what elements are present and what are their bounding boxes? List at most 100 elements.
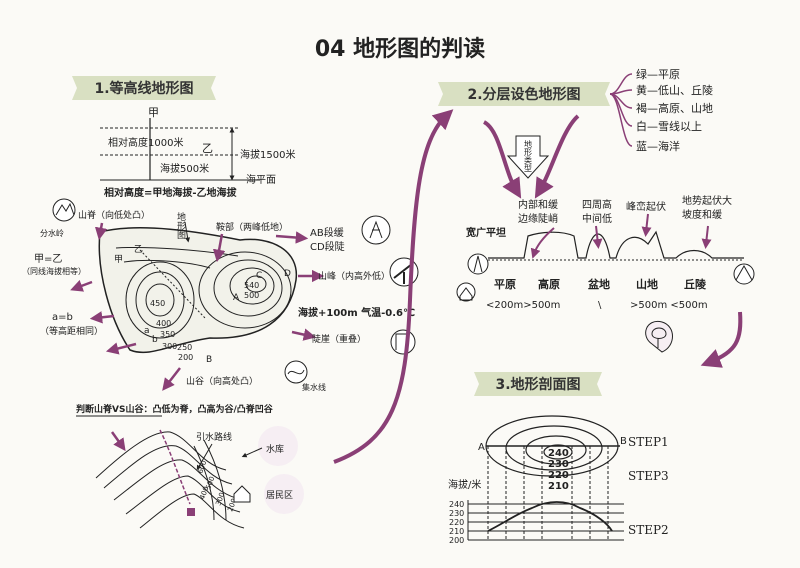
water-route-sketch: 600 500 400 300 200 引水路线 水库 居民区 <box>95 426 304 529</box>
profile-diagram: A B STEP1 240 230 220 210 STEP3 海拔/米 240… <box>448 415 669 545</box>
saddle-label: 鞍部（两峰低地） <box>216 221 288 233</box>
same-alt: （同线海拔相等） <box>22 266 86 276</box>
profile-step3: STEP3 <box>628 469 669 483</box>
ytick-230: 230 <box>449 509 464 518</box>
telescope-icon <box>393 263 413 284</box>
map-label-400: 400 <box>156 319 171 328</box>
valley-label: 山谷（向高处凸） <box>186 375 258 387</box>
jia-label: 甲 <box>148 106 159 119</box>
flow-arrow <box>333 109 454 464</box>
terrain-type-arrow: 地形类型 <box>482 114 580 199</box>
banner-profile: 3.地形剖面图 <box>474 372 602 396</box>
profile-B: B <box>620 436 627 447</box>
alt-slash: \ <box>598 300 602 311</box>
desc-hills1: 地势起伏大 <box>682 194 732 207</box>
wheat-icon <box>473 255 483 273</box>
desc-inner1: 内部和缓 <box>518 198 558 211</box>
ytick-200: 200 <box>449 536 464 545</box>
profile-A: A <box>478 442 485 453</box>
banner-contour: 1.等高线地形图 <box>72 76 216 100</box>
contour-label-210: 210 <box>548 481 569 492</box>
banner-layered: 2.分层设色地形图 <box>438 82 610 106</box>
legend-item-brown: 褐—高原、山地 <box>636 101 713 115</box>
reservoir-label: 水库 <box>266 443 284 455</box>
peak-label: 山峰（内高外低） <box>318 270 390 282</box>
ridge-label: 山脊（向低处凸） <box>78 209 150 221</box>
map-label-yi: 乙 <box>134 244 143 255</box>
landform-basin: 盆地 <box>587 277 610 291</box>
legend-item-green: 绿—平原 <box>636 67 680 81</box>
map-label-200: 200 <box>178 353 193 362</box>
map-label-540: 540 <box>244 281 259 290</box>
terrain-type-label: 地形类型 <box>524 139 533 172</box>
jishui-label: 集水线 <box>302 382 326 392</box>
cliff-icon <box>395 333 410 350</box>
map-label-A: A <box>233 293 240 303</box>
map-label-jia: 甲 <box>114 254 123 265</box>
equal-dist: （等高距相同） <box>40 325 103 337</box>
desc-inner2: 边缘陡峭 <box>518 212 558 225</box>
ridge-icon <box>55 202 75 216</box>
legend-item-yellow: 黄—低山、丘陵 <box>636 83 713 97</box>
cd-label: CD段陡 <box>310 240 345 253</box>
flow-arrow-2 <box>700 311 743 368</box>
map-label-350: 350 <box>160 330 175 339</box>
altitude-500: 海拔500米 <box>160 162 209 175</box>
banner-profile-text: 3.地形剖面图 <box>495 376 580 393</box>
map-label-300: 300 <box>162 342 177 351</box>
a-eq-b: a=b <box>52 312 73 323</box>
mountain-icon <box>735 264 753 281</box>
residential-label: 居民区 <box>266 490 293 501</box>
ytick-220: 220 <box>449 518 464 527</box>
person-icon <box>369 220 383 239</box>
landform-profile: 宽广平坦 内部和缓 边缘陡峭 四周高 中间低 峰峦起伏 地势起伏大 坡度和缓 平… <box>456 194 755 311</box>
diwei-label-1: 地形图 <box>175 211 186 240</box>
profile-step1: STEP1 <box>628 435 669 449</box>
alt-left: <200m>500m <box>486 300 560 311</box>
rel-height-label: 相对高度1000米 <box>108 136 183 149</box>
contour-label-220: 220 <box>548 470 569 481</box>
ytick-240: 240 <box>449 500 464 509</box>
map-label-500: 500 <box>244 291 259 300</box>
relative-height-diagram: 甲 相对高度1000米 乙 海拔1500米 海拔500米 海平面 相对高度=甲地… <box>100 106 295 199</box>
legend-item-blue: 蓝—海洋 <box>636 139 680 153</box>
sea-level: 海平面 <box>246 173 276 186</box>
landform-plain: 平原 <box>494 278 516 291</box>
house-icon <box>233 485 251 503</box>
profile-ylabel: 海拔/米 <box>448 478 481 491</box>
landform-mountain: 山地 <box>636 277 658 291</box>
altitude-1500: 海拔1500米 <box>240 148 295 161</box>
formula: 相对高度=甲地海拔-乙地海拔 <box>104 186 238 199</box>
yi-label: 乙 <box>202 142 213 155</box>
map-label-D: D <box>284 269 291 279</box>
temp-rule: 海拔+100m 气温-0.6℃ <box>298 306 415 319</box>
ab-label: AB段缓 <box>310 226 344 239</box>
jia-eq-yi: 甲=乙 <box>34 253 62 265</box>
ytick-210: 210 <box>449 527 464 536</box>
alt-right: >500m <500m <box>630 300 708 311</box>
legend-item-white: 白—雪线以上 <box>636 119 702 133</box>
map-label-b: b <box>152 335 158 345</box>
contour-label-230: 230 <box>548 459 569 470</box>
map-label-250: 250 <box>177 343 192 352</box>
landform-hill: 丘陵 <box>684 277 707 291</box>
contour-map: 450 400 350 300 250 200 540 500 A C D B … <box>98 227 297 365</box>
map-label-a: a <box>144 326 150 336</box>
banner-layered-text: 2.分层设色地形图 <box>467 86 580 103</box>
banner-contour-text: 1.等高线地形图 <box>94 80 193 97</box>
desc-hills2: 坡度和缓 <box>682 208 722 221</box>
map-label-450: 450 <box>150 299 165 308</box>
water-route-label: 引水路线 <box>196 431 232 443</box>
landform-plateau: 高原 <box>538 277 560 291</box>
map-label-B: B <box>206 355 212 365</box>
home-icon <box>459 287 473 301</box>
desc-around2: 中间低 <box>582 212 612 225</box>
route-label-400: 400 <box>198 485 210 500</box>
contour-annotations: 山脊（向低处凸） 分水岭 地形图 鞍部（两峰低地） AB段缓 CD段陡 甲=乙 … <box>22 198 419 417</box>
desc-around1: 四周高 <box>582 198 612 211</box>
map-label-C: C <box>256 271 262 281</box>
legend-braces: 绿—平原 黄—低山、丘陵 褐—高原、山地 白—雪线以上 蓝—海洋 <box>609 67 713 153</box>
contour-label-240: 240 <box>548 448 569 459</box>
